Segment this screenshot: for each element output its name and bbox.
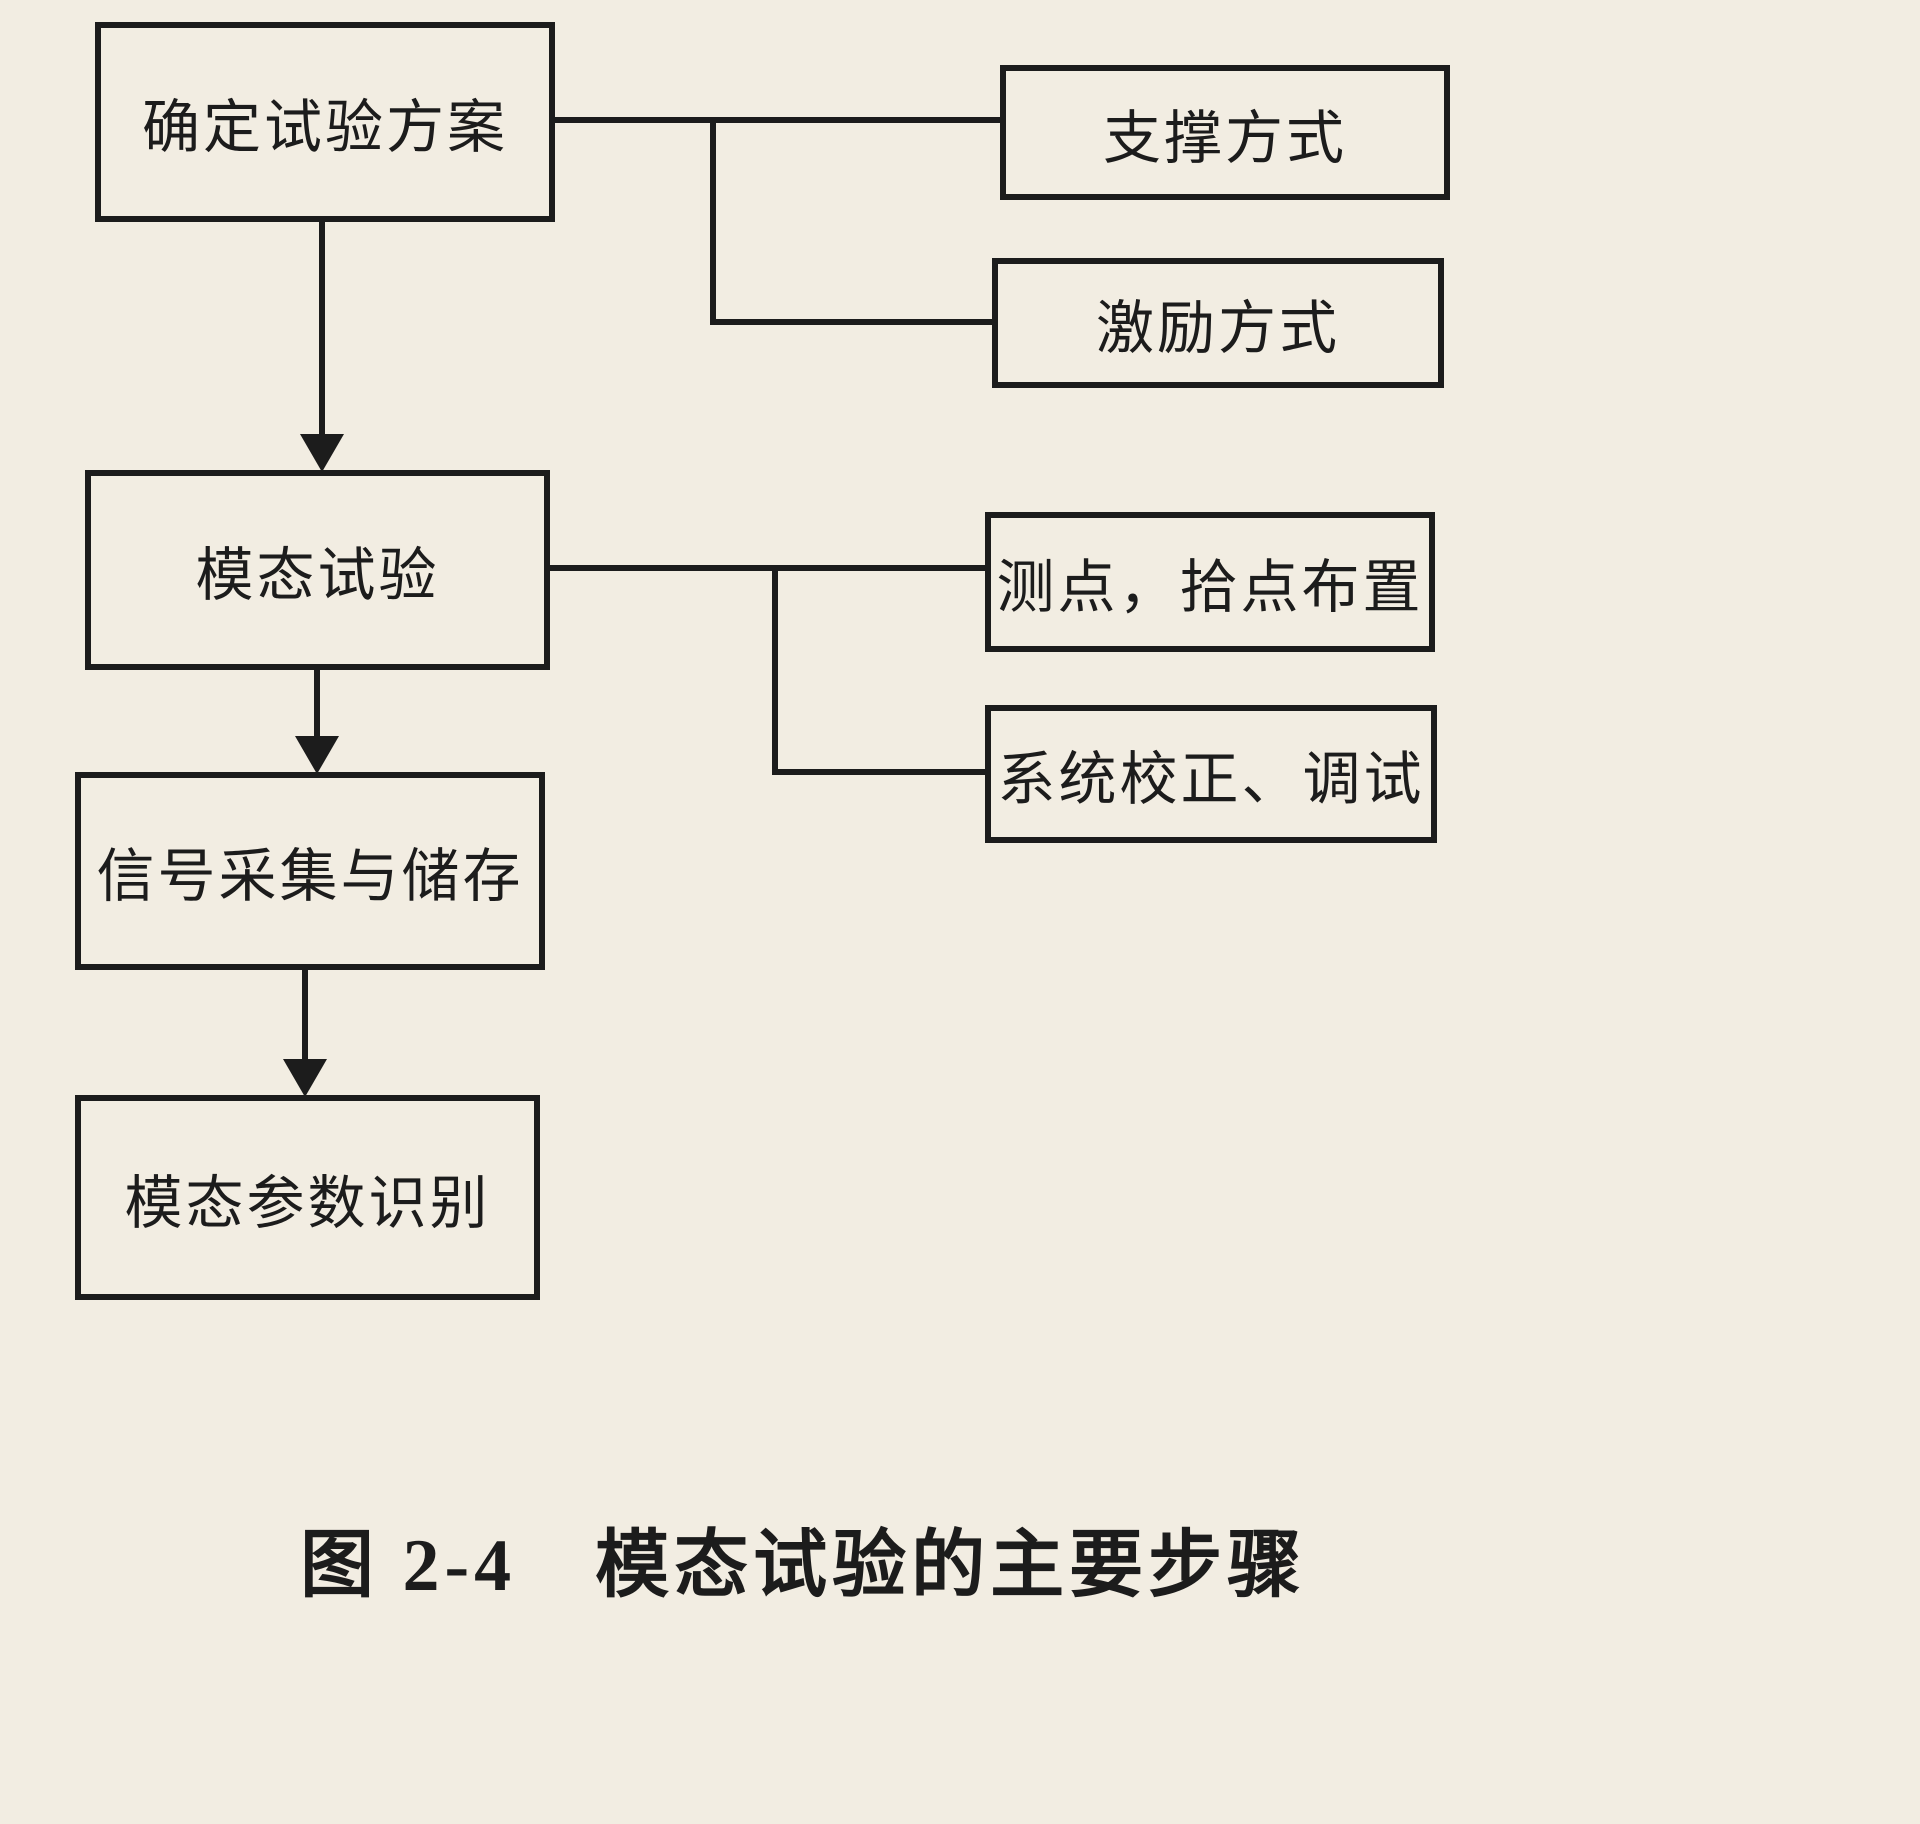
box-signal-acquisition-storage: 信号采集与储存 xyxy=(75,772,545,970)
connector-plan-to-support-horizontal xyxy=(553,117,1003,123)
box-system-calibration-debug: 系统校正、调试 xyxy=(985,705,1437,843)
connector-plan-branch-vertical xyxy=(710,117,716,325)
box-excitation-method-label: 激励方式 xyxy=(1095,296,1340,361)
arrow-plan-to-modal-test-head xyxy=(300,434,344,472)
box-modal-test-label: 模态试验 xyxy=(195,543,440,608)
box-modal-parameter-identification-label: 模态参数识别 xyxy=(124,1170,491,1236)
box-determine-test-plan: 确定试验方案 xyxy=(95,22,555,222)
connector-branch-to-calibration-horizontal xyxy=(772,769,988,775)
box-support-method-label: 支撑方式 xyxy=(1102,105,1347,171)
arrow-plan-to-modal-test-stem xyxy=(319,222,325,442)
box-signal-acquisition-storage-label: 信号采集与储存 xyxy=(96,844,524,909)
connector-branch-to-excitation-horizontal xyxy=(710,319,995,325)
box-modal-parameter-identification: 模态参数识别 xyxy=(75,1095,540,1300)
arrow-signal-to-identify-stem xyxy=(302,970,308,1065)
box-excitation-method: 激励方式 xyxy=(992,258,1444,388)
arrow-modal-test-to-signal-stem xyxy=(314,670,320,742)
box-measurement-point-layout: 测点，拾点布置 xyxy=(985,512,1435,652)
box-system-calibration-debug-label: 系统校正、调试 xyxy=(997,747,1425,812)
connector-modal-test-to-points-horizontal xyxy=(548,565,988,571)
box-support-method: 支撑方式 xyxy=(1000,65,1450,200)
box-determine-test-plan-label: 确定试验方案 xyxy=(141,95,508,160)
connector-modal-test-branch-vertical xyxy=(772,565,778,775)
arrow-modal-test-to-signal-head xyxy=(295,736,339,774)
box-measurement-point-layout-label: 测点，拾点布置 xyxy=(996,555,1424,620)
figure-caption: 图 2-4 模态试验的主要步骤 xyxy=(300,1525,1307,1607)
box-modal-test: 模态试验 xyxy=(85,470,550,670)
arrow-signal-to-identify-head xyxy=(283,1059,327,1097)
